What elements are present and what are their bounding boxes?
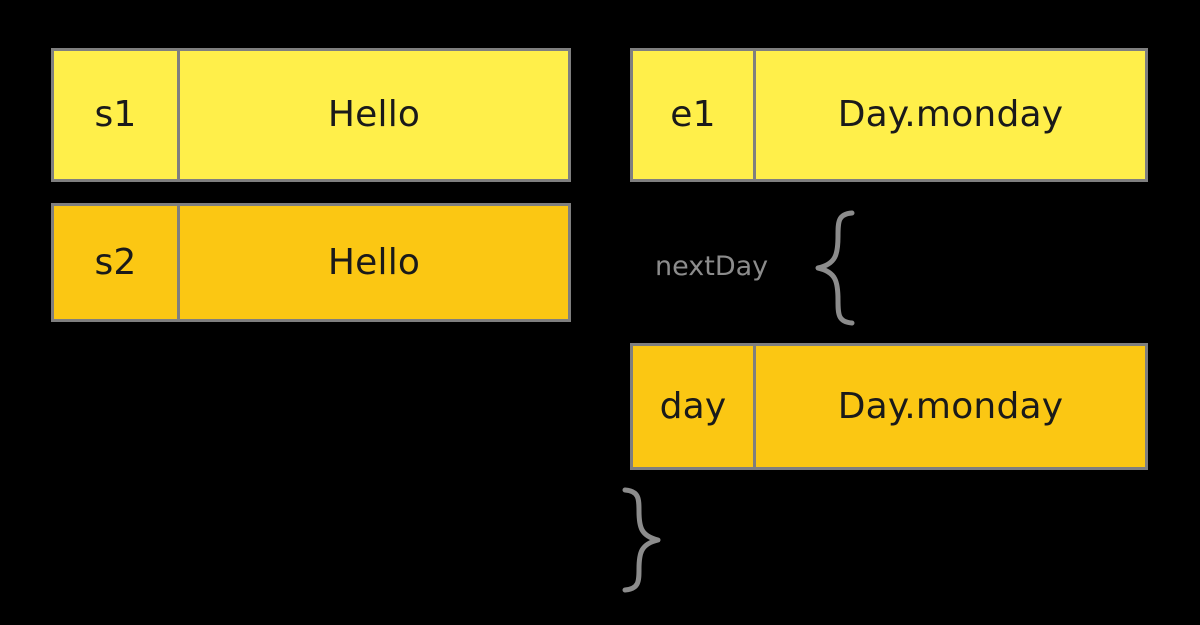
variable-value-cell: Day.monday	[756, 346, 1145, 467]
variable-name-cell: day	[633, 346, 756, 467]
variable-box-e1: e1 Day.monday	[630, 48, 1148, 182]
variable-name-text: s2	[94, 241, 137, 283]
variable-name-cell: e1	[633, 51, 756, 179]
variable-box-day: day Day.monday	[630, 343, 1148, 470]
variable-box-s1: s1 Hello	[51, 48, 571, 182]
variable-value-cell: Day.monday	[756, 51, 1145, 179]
curly-brace-open-icon	[812, 208, 862, 328]
variable-value-text: Day.monday	[837, 385, 1064, 427]
variable-name-text: e1	[670, 94, 716, 135]
variable-name-text: s1	[94, 94, 137, 135]
variable-name-cell: s1	[54, 51, 180, 179]
variable-name-cell: s2	[54, 206, 180, 319]
variable-box-s2: s2 Hello	[51, 203, 571, 322]
variable-value-text: Hello	[327, 94, 421, 135]
variable-value-cell: Hello	[180, 51, 568, 179]
annotation-label-nextday: nextDay	[655, 251, 769, 282]
variable-value-text: Day.monday	[837, 94, 1064, 135]
variable-value-text: Hello	[327, 241, 421, 283]
curly-brace-close-icon	[620, 485, 670, 595]
variable-value-cell: Hello	[180, 206, 568, 319]
variable-name-text: day	[659, 385, 727, 427]
